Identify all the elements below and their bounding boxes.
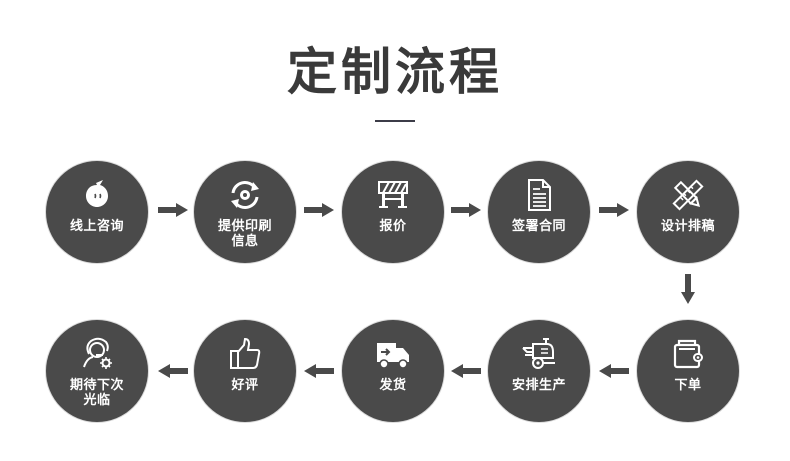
step-label: 设计排稿 [660, 219, 715, 234]
step-label: 签署合同 [511, 219, 566, 234]
step-label: 报价 [379, 219, 407, 234]
arrow-right-icon [158, 203, 188, 217]
arrow-left-icon [304, 364, 334, 378]
arrow-right-icon [304, 203, 334, 217]
step-label: 提供印刷信息 [217, 219, 272, 249]
arrow-left-icon [599, 364, 629, 378]
delivery-truck-icon [373, 336, 413, 372]
step-label: 下单 [674, 378, 702, 393]
pencil-ruler-icon [668, 177, 708, 213]
sync-gear-icon [225, 177, 265, 213]
step-design-layout: 设计排稿 [637, 161, 739, 263]
page-title: 定制流程 [287, 43, 503, 101]
arrow-down-icon [681, 274, 695, 304]
step-label: 期待下次光临 [69, 378, 124, 408]
step-good-review: 好评 [194, 320, 296, 422]
step-place-order: 下单 [637, 320, 739, 422]
barrier-icon [373, 177, 413, 213]
step-label: 发货 [379, 378, 407, 393]
arrow-left-icon [158, 364, 188, 378]
arrow-left-icon [451, 364, 481, 378]
step-provide-print-info: 提供印刷信息 [194, 161, 296, 263]
chat-bubble-icon [77, 177, 117, 213]
document-icon [519, 177, 559, 213]
step-online-consult: 线上咨询 [46, 161, 148, 263]
step-label: 线上咨询 [69, 219, 124, 234]
step-ship: 发货 [342, 320, 444, 422]
step-label: 安排生产 [511, 378, 566, 393]
title-divider [375, 120, 415, 122]
step-sign-contract: 签署合同 [488, 161, 590, 263]
thumbs-up-icon [225, 336, 265, 372]
step-label: 好评 [231, 378, 259, 393]
arrow-right-icon [451, 203, 481, 217]
step-arrange-production: 安排生产 [488, 320, 590, 422]
step-quote: 报价 [342, 161, 444, 263]
arrow-right-icon [599, 203, 629, 217]
support-agent-icon [77, 336, 117, 372]
wallet-icon [668, 336, 708, 372]
machine-icon [519, 336, 559, 372]
step-welcome-back: 期待下次光临 [46, 320, 148, 422]
